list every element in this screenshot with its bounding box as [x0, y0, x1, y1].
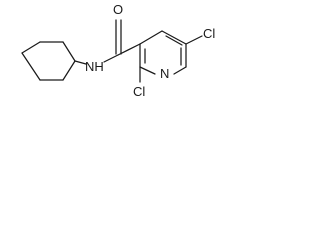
pyridine-ring — [139, 30, 187, 75]
amide-nh-label: NH — [85, 59, 104, 74]
chemical-structure: O NH N Cl Cl — [21, 2, 215, 99]
oxygen-atom-label: O — [113, 2, 123, 17]
amide-linkage — [74, 19, 141, 65]
chloro-substituents — [139, 35, 203, 83]
chlorine-atom-label-bottom: Cl — [133, 84, 145, 99]
chlorine-atom-label-top: Cl — [203, 26, 215, 41]
cyclohexane-ring — [21, 41, 76, 81]
pyridine-nitrogen-label: N — [160, 66, 169, 81]
